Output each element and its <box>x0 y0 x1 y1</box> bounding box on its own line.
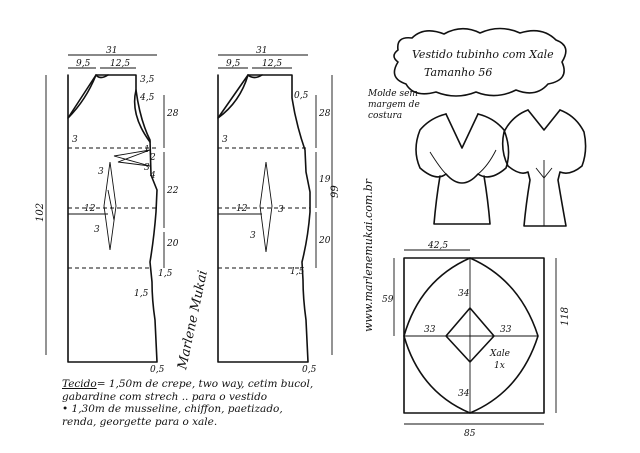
front-shoulder-label: 12,5 <box>110 59 130 69</box>
dress-sketch-back <box>501 109 587 227</box>
front-side20-label: 20 <box>166 239 179 249</box>
front-outline <box>67 74 158 363</box>
back-neck-label: 9,5 <box>226 59 241 69</box>
front-shoulderdrop-label: 3 <box>72 135 78 145</box>
title-line2: Tamanho 56 <box>424 66 492 79</box>
back-side20-label: 20 <box>318 236 331 246</box>
front-neckdrop-label: 3,5 <box>140 75 155 85</box>
back-hipwidth-label: 12 <box>236 204 248 214</box>
xale-name-label: Xale <box>489 349 510 359</box>
back-outline <box>217 74 311 363</box>
molde-note-3: costura <box>368 111 402 121</box>
fabric-line3: • 1,30m de musseline, chiffon, paetizado… <box>62 403 283 415</box>
front-side-dart <box>113 149 151 167</box>
front-hipwidth-label: 12 <box>84 204 96 214</box>
xale-rect <box>403 257 545 414</box>
xale-qty-label: 1x <box>494 361 505 371</box>
xale-left-label: 33 <box>424 325 436 335</box>
front-dart-bottom-label: 3 <box>94 225 100 235</box>
front-pattern: 31 9,5 12,5 3,5 4,5 28 3 22 20 12 3 3 1 … <box>35 46 179 375</box>
xale-innerbottom-label: 34 <box>458 389 470 399</box>
molde-note-1: Molde sem <box>367 89 418 99</box>
front-dartmark-3: 3 <box>144 163 150 173</box>
xale-innertop-label: 34 <box>458 289 470 299</box>
back-dart-bottom-label: 3 <box>250 231 256 241</box>
front-dart-top-label: 3 <box>98 167 104 177</box>
dress-sketch-front <box>415 113 510 225</box>
back-width-label: 31 <box>256 46 267 56</box>
back-hem05-label: 0,5 <box>302 365 317 375</box>
xale-pattern: 42,5 59 34 33 33 Xale 1x 34 85 118 <box>382 241 571 439</box>
fabric-line2: gabardine com strech .. para o vestido <box>62 390 268 403</box>
fabric-line1: = 1,50m de crepe, two way, cetim bucol, <box>96 378 314 390</box>
front-armhole <box>133 89 151 143</box>
xale-height-label: 59 <box>382 295 394 305</box>
front-armhole-label: 4,5 <box>139 93 155 103</box>
xale-width-label: 42,5 <box>427 241 448 251</box>
back-pattern: 31 9,5 12,5 0,5 28 3 19 20 12 3 3 1,5 0,… <box>217 46 341 375</box>
front-waist-dart <box>103 161 117 251</box>
front-hem05-label: 0,5 <box>150 365 165 375</box>
front-dart-hatch <box>107 189 115 221</box>
title-line1: Vestido tubinho com Xale <box>412 48 554 61</box>
fabric-label: Tecido <box>62 378 97 390</box>
front-dartmark-4: 4 <box>149 171 156 181</box>
title-cloud <box>393 27 567 97</box>
back-hem15-label: 1,5 <box>290 267 305 277</box>
front-neck-label: 9,5 <box>76 59 91 69</box>
front-width-label: 31 <box>106 46 117 56</box>
website-url: www.marlenemukai.com.br <box>362 178 375 332</box>
back-side19-label: 19 <box>319 175 331 185</box>
xale-side-label: 118 <box>560 307 571 326</box>
xale-outer-curve <box>403 257 539 414</box>
back-dart-top-label: 3 <box>278 205 284 215</box>
back-shoulder <box>217 74 249 119</box>
front-hem15-label: 1,5 <box>134 289 149 299</box>
front-shoulder <box>67 74 97 119</box>
front-bodice-label: 22 <box>166 186 179 196</box>
back-neckdrop-label: 0,5 <box>294 91 309 101</box>
xale-right-label: 33 <box>500 325 512 335</box>
front-waist15-label: 1,5 <box>158 269 173 279</box>
xale-bottom-label: 85 <box>464 429 476 439</box>
fabric-line4: renda, georgette para o xale. <box>62 415 218 428</box>
back-neckline <box>247 74 263 79</box>
signature: Marlene Mukai <box>175 269 211 372</box>
front-dartmark-2: 2 <box>149 153 156 163</box>
back-shoulder-label: 12,5 <box>262 59 282 69</box>
molde-note-2: margem de <box>368 100 420 110</box>
back-height-label: 28 <box>318 109 331 119</box>
front-height-label: 28 <box>166 109 179 119</box>
back-shoulderdrop-label: 3 <box>222 135 228 145</box>
back-length-label: 99 <box>330 185 341 198</box>
front-length-label: 102 <box>35 203 46 222</box>
fabric-note: Tecido= 1,50m de crepe, two way, cetim b… <box>62 378 362 428</box>
back-waist-dart <box>259 161 273 253</box>
front-dartmark-1: 1 <box>144 145 150 155</box>
front-neckline <box>95 74 109 79</box>
